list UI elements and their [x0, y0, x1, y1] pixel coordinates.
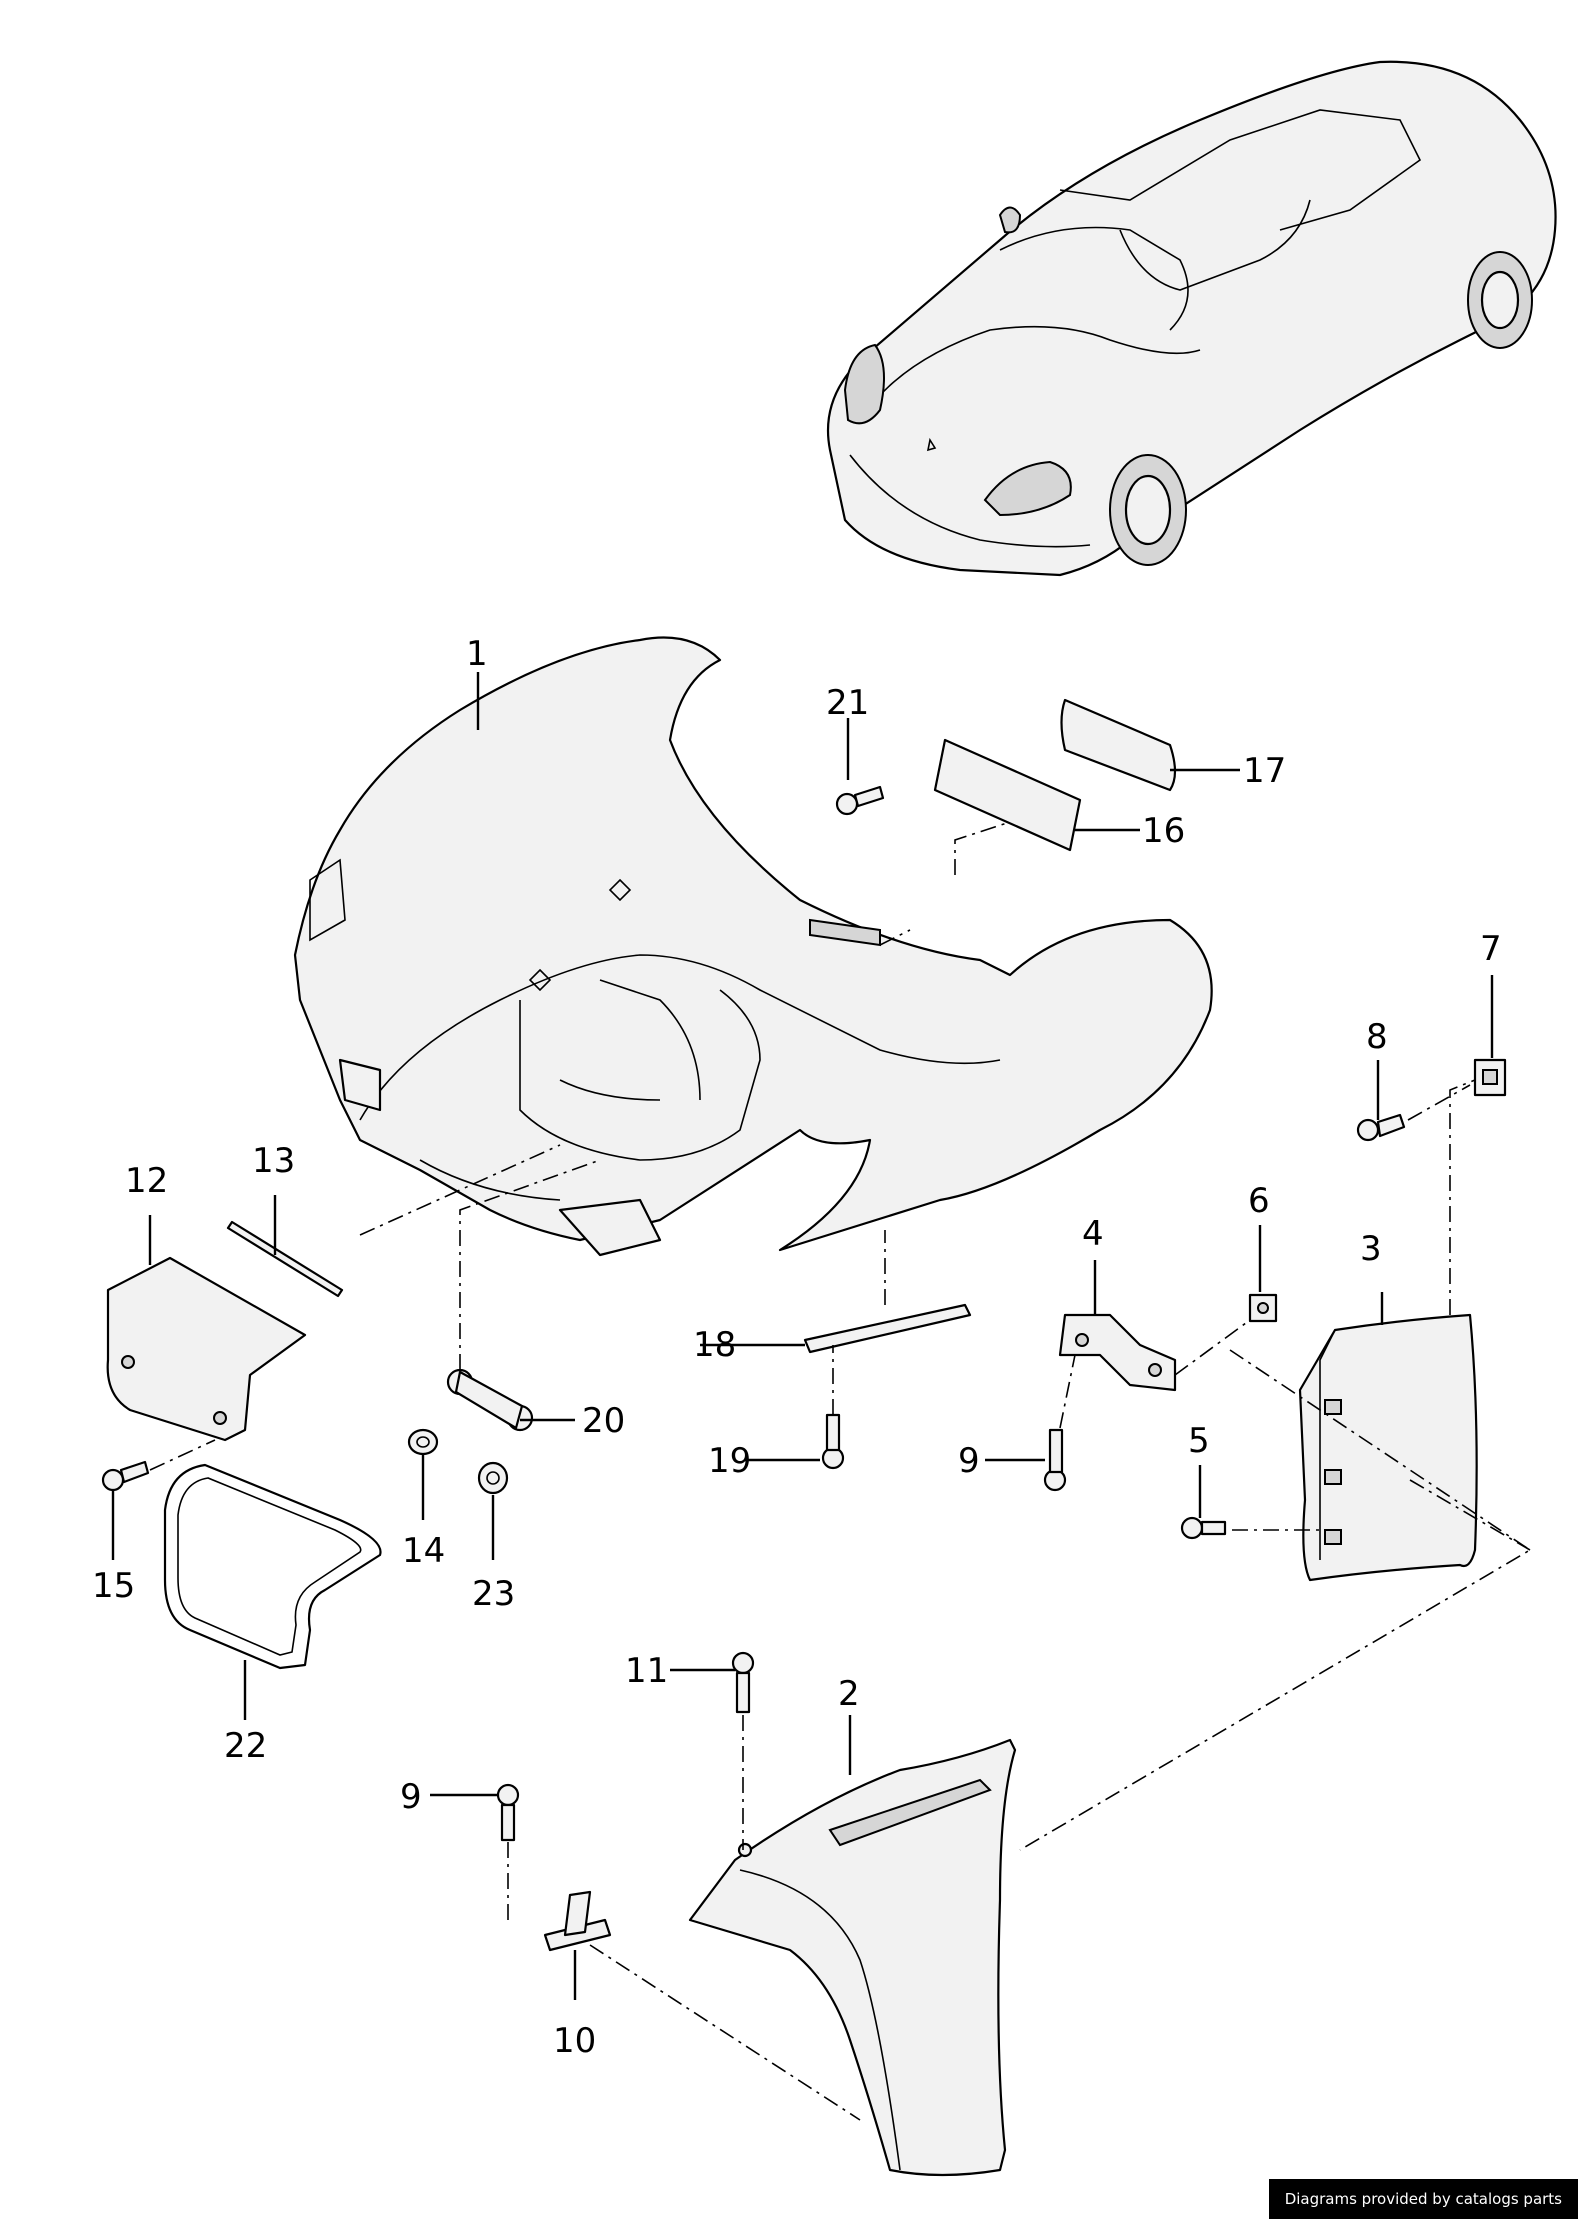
part-9-screw-upper	[1043, 1428, 1067, 1492]
part-22-seal	[163, 1463, 382, 1670]
callout-5: 5	[1188, 1421, 1210, 1461]
callout-2: 2	[838, 1674, 860, 1714]
part-18-strip	[803, 1303, 972, 1354]
callout-9-lower: 9	[400, 1777, 422, 1817]
callout-11: 11	[625, 1651, 668, 1691]
callout-1: 1	[466, 634, 488, 674]
part-23-clip-ring	[477, 1461, 509, 1495]
part-3-side-trim	[1298, 1313, 1478, 1582]
part-15-screw	[101, 1460, 150, 1492]
part-12-cover-plate	[106, 1256, 307, 1442]
callout-21: 21	[826, 683, 869, 723]
part-13-rod	[226, 1220, 344, 1298]
part-10-bracket	[543, 1890, 612, 1952]
callout-20: 20	[582, 1401, 625, 1441]
callout-22: 22	[224, 1726, 267, 1766]
callout-3: 3	[1360, 1229, 1382, 1269]
part-11-screw	[731, 1651, 755, 1714]
callout-9-upper: 9	[958, 1441, 980, 1481]
part-5-screw	[1180, 1516, 1227, 1540]
part-14-washer	[407, 1428, 439, 1456]
part-1-front-hood	[293, 636, 1213, 1257]
callout-23: 23	[472, 1574, 515, 1614]
part-4-bracket	[1058, 1313, 1177, 1392]
callout-15: 15	[92, 1566, 135, 1606]
part-7-clip-nut	[1473, 1058, 1507, 1097]
callout-6: 6	[1248, 1181, 1270, 1221]
callout-4: 4	[1082, 1214, 1104, 1254]
assembly-lines	[149, 821, 1532, 2121]
diagram-credit: Diagrams provided by catalogs parts	[1268, 2179, 1578, 2219]
callout-labels: 1 2 3 4 5 6 7 8 9 9 10 11 12 13 14 15 16…	[92, 634, 1502, 2061]
callout-10: 10	[553, 2021, 596, 2061]
callout-7: 7	[1480, 929, 1502, 969]
callout-14: 14	[402, 1531, 445, 1571]
part-9-screw-lower	[496, 1783, 520, 1842]
part-19-screw	[821, 1413, 845, 1470]
part-2-front-fender	[688, 1738, 1017, 2177]
part-6-clip	[1248, 1293, 1278, 1323]
part-17-pad	[1060, 698, 1177, 792]
part-8-screw	[1356, 1113, 1406, 1142]
leader-lines	[111, 672, 1494, 2000]
callout-13: 13	[252, 1141, 295, 1181]
callout-18: 18	[693, 1325, 736, 1365]
part-20-link	[446, 1368, 534, 1432]
part-21-screw	[835, 785, 885, 816]
callout-12: 12	[125, 1161, 168, 1201]
callout-8: 8	[1366, 1017, 1388, 1057]
reference-car-illustration	[826, 60, 1557, 577]
callout-17: 17	[1243, 751, 1286, 791]
callout-19: 19	[708, 1441, 751, 1481]
callout-16: 16	[1142, 811, 1185, 851]
part-16-plate	[933, 738, 1082, 852]
